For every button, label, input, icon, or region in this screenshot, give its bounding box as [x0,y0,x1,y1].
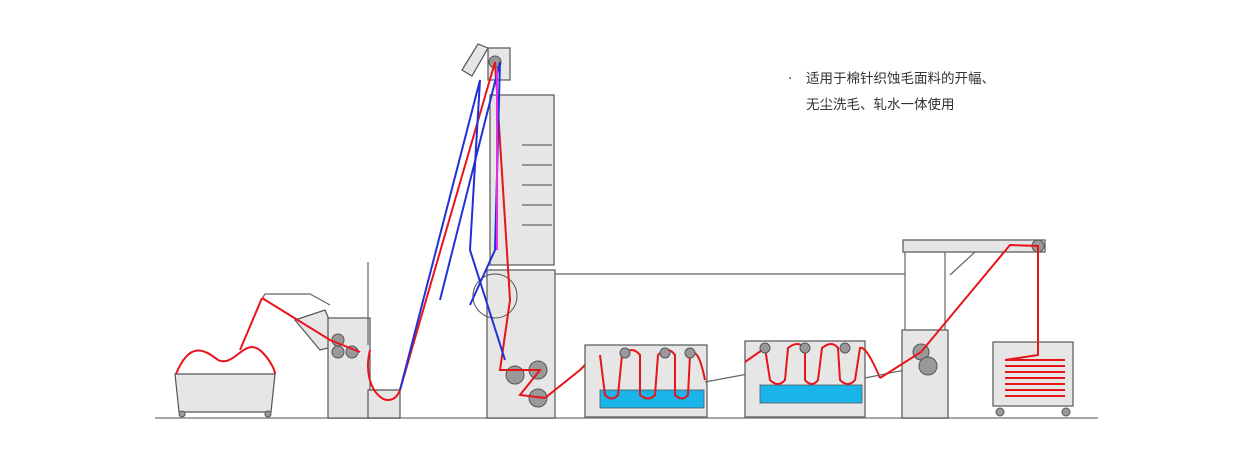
padder-unit [879,239,1046,419]
washing-tank-1 [584,344,708,418]
washing-tank-2 [744,340,881,418]
application-note: 适用于棉针织蚀毛面料的开幅、 无尘洗毛、轧水一体使用 [790,66,995,118]
note-line-2: 无尘洗毛、轧水一体使用 [806,97,955,113]
feed-unit [239,262,371,419]
fabric-trolley [174,346,276,418]
note-line-1: 适用于棉针织蚀毛面料的开幅、 [790,66,995,92]
detwister-tower [399,43,905,419]
plaiting-cart [992,280,1074,417]
j-box [367,389,401,419]
